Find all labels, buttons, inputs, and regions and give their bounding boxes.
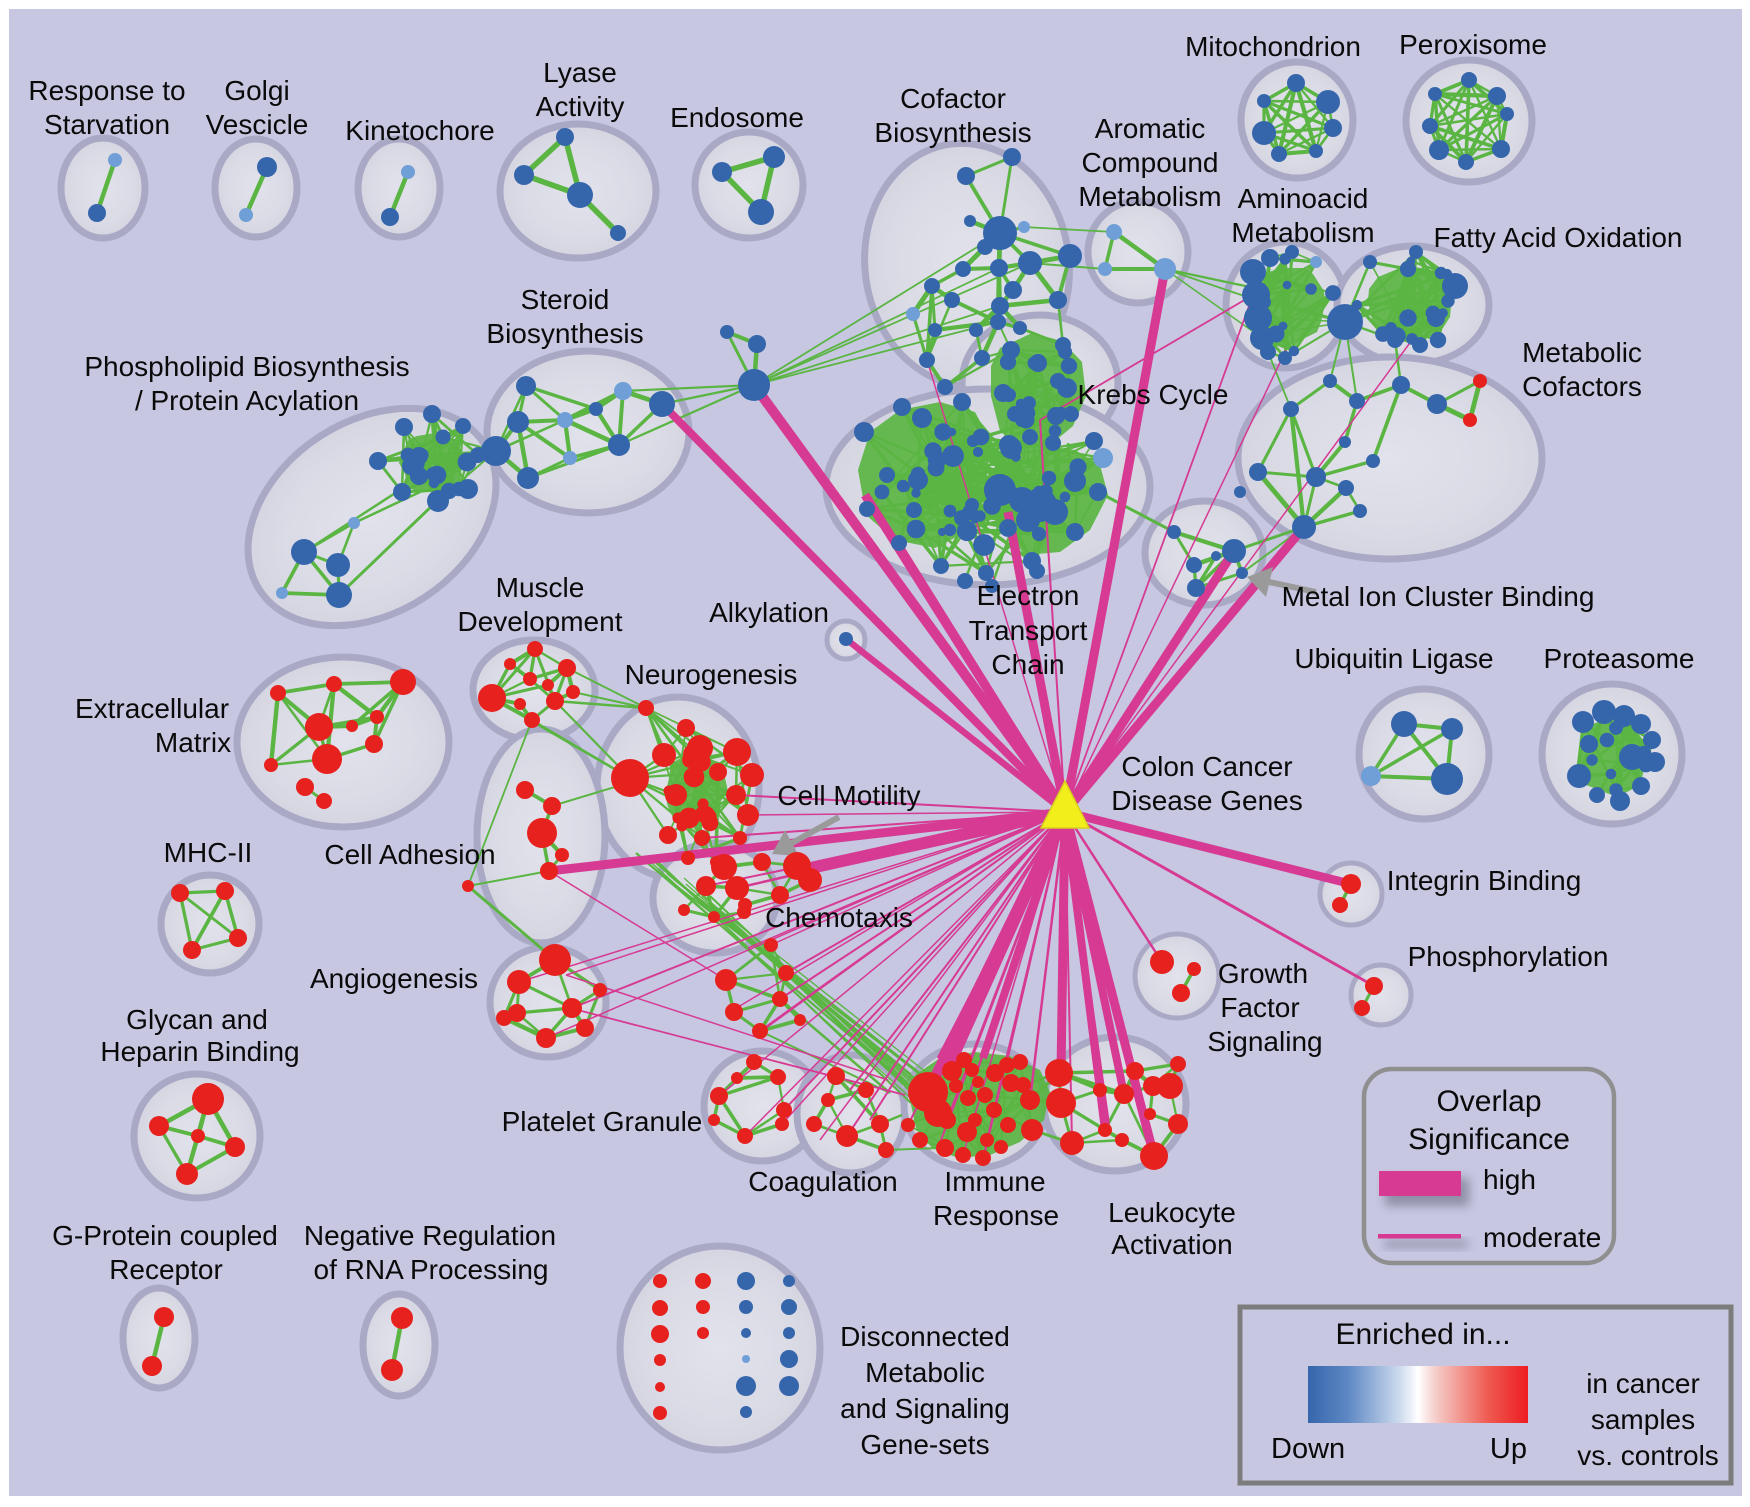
svg-text:Neurogenesis: Neurogenesis [625, 659, 798, 690]
svg-text:Metabolic: Metabolic [865, 1357, 985, 1388]
svg-text:Growth: Growth [1218, 958, 1308, 989]
svg-text:Krebs Cycle: Krebs Cycle [1078, 379, 1229, 410]
svg-text:Cell Adhesion: Cell Adhesion [324, 839, 495, 870]
svg-text:samples: samples [1591, 1404, 1695, 1435]
svg-text:Transport: Transport [969, 615, 1088, 646]
svg-text:Fatty Acid Oxidation: Fatty Acid Oxidation [1433, 222, 1682, 253]
svg-text:Leukocyte: Leukocyte [1108, 1197, 1236, 1228]
svg-text:Alkylation: Alkylation [709, 597, 829, 628]
svg-text:Disconnected: Disconnected [840, 1321, 1010, 1352]
svg-text:Biosynthesis: Biosynthesis [874, 117, 1031, 148]
svg-text:and Signaling: and Signaling [840, 1393, 1010, 1424]
svg-text:Metal Ion Cluster Binding: Metal Ion Cluster Binding [1282, 581, 1595, 612]
svg-text:Chemotaxis: Chemotaxis [765, 902, 913, 933]
svg-text:Lyase: Lyase [543, 57, 617, 88]
svg-text:Extracellular: Extracellular [75, 693, 229, 724]
svg-text:Receptor: Receptor [109, 1254, 223, 1285]
svg-text:Vescicle: Vescicle [206, 109, 309, 140]
svg-text:Cofactors: Cofactors [1522, 371, 1642, 402]
svg-text:Development: Development [458, 606, 623, 637]
svg-text:Gene-sets: Gene-sets [860, 1429, 989, 1460]
svg-text:Golgi: Golgi [224, 75, 289, 106]
svg-text:Peroxisome: Peroxisome [1399, 29, 1547, 60]
svg-text:high: high [1483, 1164, 1536, 1195]
svg-text:Starvation: Starvation [44, 109, 170, 140]
svg-text:Response to: Response to [28, 75, 185, 106]
svg-text:Overlap: Overlap [1436, 1085, 1541, 1118]
svg-text:Aminoacid: Aminoacid [1238, 183, 1369, 214]
svg-text:Coagulation: Coagulation [748, 1166, 897, 1197]
svg-text:Compound: Compound [1082, 147, 1219, 178]
svg-text:Colon Cancer: Colon Cancer [1121, 751, 1292, 782]
svg-text:Ubiquitin Ligase: Ubiquitin Ligase [1294, 643, 1493, 674]
svg-text:Activation: Activation [1111, 1229, 1232, 1260]
svg-text:Metabolic: Metabolic [1522, 337, 1642, 368]
svg-text:Steroid: Steroid [521, 284, 610, 315]
svg-text:Up: Up [1490, 1433, 1527, 1465]
svg-text:Heparin Binding: Heparin Binding [100, 1036, 299, 1067]
svg-text:of RNA Processing: of RNA Processing [314, 1254, 549, 1285]
svg-text:Matrix: Matrix [155, 727, 231, 758]
svg-text:Disease Genes: Disease Genes [1111, 785, 1302, 816]
svg-text:Enriched in...: Enriched in... [1335, 1318, 1510, 1351]
svg-text:Signaling: Signaling [1207, 1026, 1322, 1057]
svg-text:Metabolism: Metabolism [1231, 217, 1374, 248]
svg-text:in cancer: in cancer [1586, 1368, 1700, 1399]
svg-text:Angiogenesis: Angiogenesis [310, 963, 478, 994]
svg-text:vs. controls: vs. controls [1577, 1440, 1719, 1471]
svg-text:Significance: Significance [1408, 1123, 1570, 1156]
svg-text:Chain: Chain [991, 649, 1064, 680]
svg-text:Endosome: Endosome [670, 102, 804, 133]
svg-text:Cell Motility: Cell Motility [777, 780, 920, 811]
svg-text:Glycan and: Glycan and [126, 1004, 268, 1035]
svg-text:Response: Response [933, 1200, 1059, 1231]
svg-text:Down: Down [1271, 1433, 1345, 1465]
svg-text:Immune: Immune [944, 1166, 1045, 1197]
svg-text:Activity: Activity [536, 91, 625, 122]
svg-text:Negative Regulation: Negative Regulation [304, 1220, 556, 1251]
svg-text:Metabolism: Metabolism [1078, 181, 1221, 212]
svg-text:Electron: Electron [977, 580, 1080, 611]
svg-text:Platelet Granule: Platelet Granule [502, 1106, 703, 1137]
svg-text:moderate: moderate [1483, 1222, 1601, 1253]
svg-text:Aromatic: Aromatic [1095, 113, 1205, 144]
svg-text:/ Protein Acylation: / Protein Acylation [135, 385, 359, 416]
svg-text:Muscle: Muscle [496, 572, 585, 603]
svg-text:Factor: Factor [1220, 992, 1299, 1023]
svg-text:Proteasome: Proteasome [1544, 643, 1695, 674]
svg-text:Integrin Binding: Integrin Binding [1387, 865, 1582, 896]
svg-text:Phospholipid Biosynthesis: Phospholipid Biosynthesis [84, 351, 409, 382]
svg-text:Biosynthesis: Biosynthesis [486, 318, 643, 349]
svg-text:Cofactor: Cofactor [900, 83, 1006, 114]
svg-text:G-Protein coupled: G-Protein coupled [52, 1220, 278, 1251]
svg-text:Mitochondrion: Mitochondrion [1185, 31, 1361, 62]
svg-text:Phosphorylation: Phosphorylation [1408, 941, 1609, 972]
svg-text:Kinetochore: Kinetochore [345, 115, 494, 146]
svg-text:MHC-II: MHC-II [164, 837, 253, 868]
